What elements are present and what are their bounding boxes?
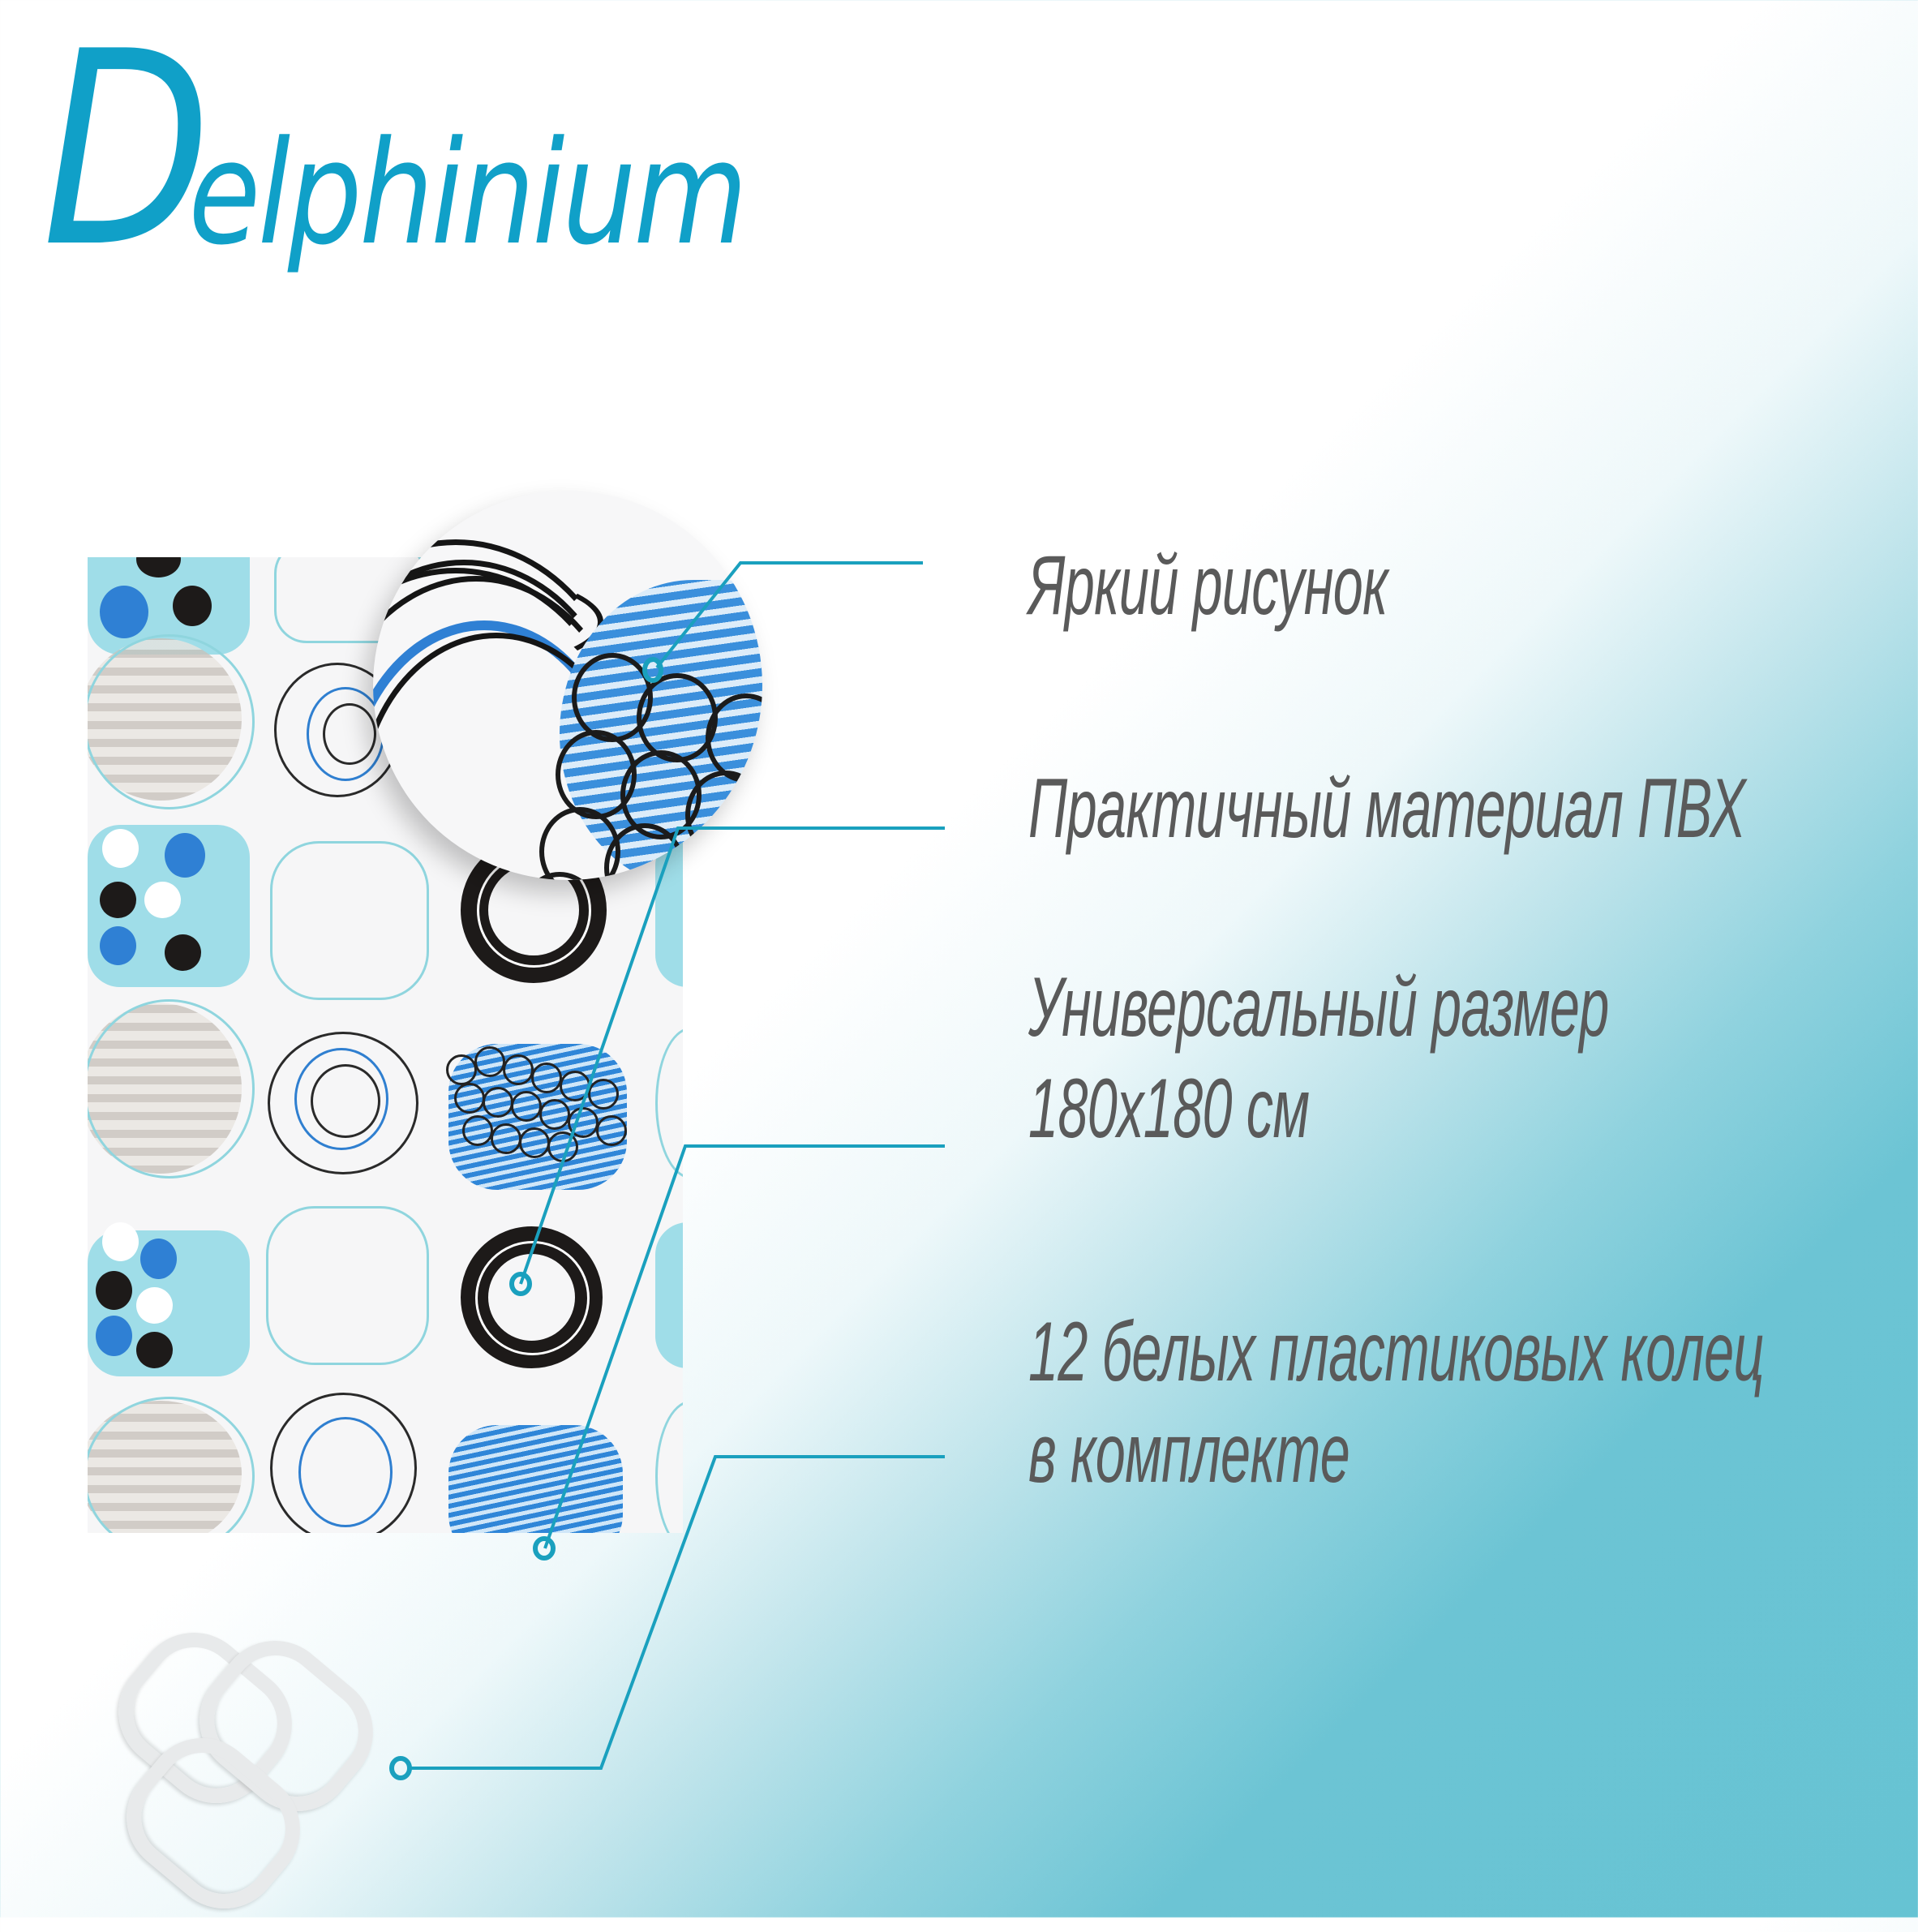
bubble <box>483 1087 513 1118</box>
bubble <box>547 1131 578 1162</box>
feature-universal-size: Универсальный размер 180x180 см <box>1028 957 1609 1160</box>
pattern-dot <box>136 1332 173 1368</box>
brand-logo: Delphinium <box>42 16 748 284</box>
bubble <box>596 1115 627 1146</box>
pattern-tile <box>655 1222 683 1368</box>
feature-text: Практичный материал ПВХ <box>1028 762 1746 856</box>
feature-text: 180x180 см <box>1028 1062 1310 1156</box>
pattern-dot <box>100 586 148 638</box>
bubble <box>568 1107 599 1138</box>
pattern-tile <box>448 1425 623 1533</box>
bubble <box>462 1115 493 1146</box>
pattern-tile <box>475 1241 590 1355</box>
pattern-dot <box>165 934 201 971</box>
pattern-dot <box>140 1239 177 1279</box>
bubble <box>454 1083 485 1114</box>
pattern-dot <box>96 1316 132 1356</box>
feature-text: Универсальный размер <box>1028 960 1609 1054</box>
feature-text: Яркий рисунок <box>1028 539 1388 633</box>
curtain-rings-image <box>95 1609 397 1932</box>
bubble <box>560 1071 590 1101</box>
pattern-tile <box>266 1206 429 1365</box>
feature-rings-included: 12 белых пластиковых колец в комплекте <box>1028 1302 1765 1505</box>
bubble <box>588 1079 619 1110</box>
pattern-tile <box>268 1032 418 1174</box>
pattern-tile <box>655 1028 683 1179</box>
pattern-tile <box>88 1397 255 1533</box>
pattern-tile <box>88 999 255 1179</box>
pattern-tile <box>323 703 376 765</box>
pattern-tile <box>655 1401 683 1533</box>
pattern-dot <box>144 882 181 918</box>
bubble <box>531 1063 562 1093</box>
bubble <box>539 1099 570 1130</box>
zoomed-bubble <box>637 673 718 762</box>
pattern-dot <box>102 1222 139 1261</box>
pattern-dot <box>100 882 136 918</box>
logo-rest: elphinium <box>188 110 747 277</box>
pattern-dot <box>102 829 139 868</box>
callout-dot-icon <box>533 1536 556 1561</box>
zoomed-bubble <box>685 771 762 860</box>
pattern-tile <box>270 841 429 1000</box>
feature-text: в комплекте <box>1028 1406 1350 1501</box>
bubble <box>446 1054 477 1085</box>
callout-dot-icon <box>389 1756 412 1780</box>
bubble <box>519 1127 550 1158</box>
bubble-cluster <box>446 1046 641 1168</box>
bubble <box>491 1123 521 1154</box>
pattern-dot <box>96 1271 132 1310</box>
bubble <box>474 1046 505 1077</box>
pattern-tile <box>298 1417 393 1527</box>
pattern-tile <box>88 634 255 809</box>
feature-text: 12 белых пластиковых колец <box>1028 1305 1765 1399</box>
bubble <box>511 1091 542 1122</box>
feature-bright-pattern: Яркий рисунок <box>1028 535 1388 637</box>
pattern-tile <box>294 1048 388 1150</box>
pattern-tile <box>311 1064 380 1138</box>
logo-initial: D <box>42 0 211 306</box>
pattern-dot <box>136 1287 173 1324</box>
feature-pvc-material: Практичный материал ПВХ <box>1028 758 1746 860</box>
pattern-dot <box>100 926 136 965</box>
bubble <box>503 1054 534 1085</box>
pattern-dot <box>173 586 212 626</box>
magnifier-lens <box>373 491 762 880</box>
pattern-dot <box>165 833 205 878</box>
